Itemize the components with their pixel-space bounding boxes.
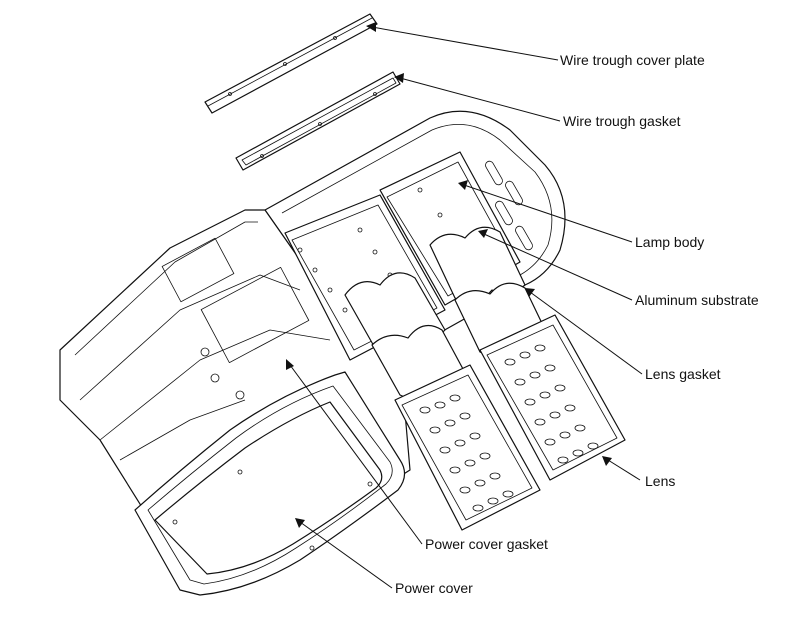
label-lens: Lens xyxy=(645,473,675,489)
label-wire-trough-gasket: Wire trough gasket xyxy=(563,113,681,129)
lens-right-part xyxy=(479,314,626,481)
label-lens-gasket: Lens gasket xyxy=(645,366,721,382)
label-power-cover-gasket: Power cover gasket xyxy=(425,536,548,552)
label-wire-trough-cover-plate: Wire trough cover plate xyxy=(560,52,705,68)
power-cover-part xyxy=(154,401,383,575)
label-aluminum-substrate: Aluminum substrate xyxy=(635,292,759,308)
label-lamp-body: Lamp body xyxy=(635,234,704,250)
wire-trough-gasket-part xyxy=(235,71,401,171)
wire-trough-cover-plate-part xyxy=(204,13,378,114)
aluminum-substrate-right xyxy=(429,226,551,357)
lens-left-part xyxy=(394,364,541,531)
label-power-cover: Power cover xyxy=(395,580,473,596)
leader-lines xyxy=(286,22,643,589)
aluminum-substrate-left xyxy=(344,272,471,400)
callout-labels: Wire trough cover plate Wire trough gask… xyxy=(395,52,759,596)
